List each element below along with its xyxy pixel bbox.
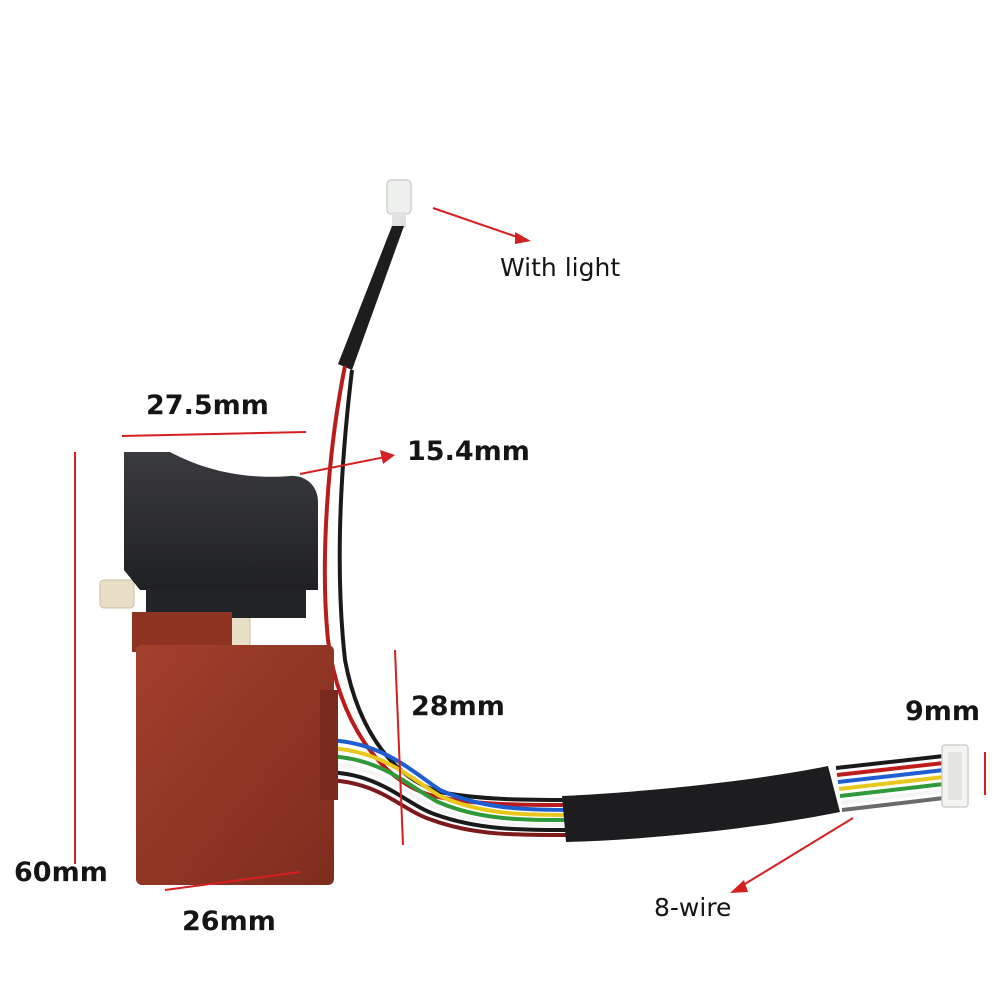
- wire-count-label: 8-wire: [654, 893, 732, 922]
- with-light-label: With light: [500, 253, 621, 282]
- connector: [941, 744, 969, 808]
- heatshrink-sleeve: [562, 766, 840, 842]
- total-height-label: 60mm: [14, 857, 108, 888]
- connector-width-label: 9mm: [905, 696, 981, 727]
- left-plunger: [99, 579, 135, 609]
- body-depth-label: 28mm: [411, 691, 505, 722]
- led-heatshrink: [338, 226, 404, 370]
- wire-bundle: [321, 738, 571, 838]
- trigger-width-label: 27.5mm: [146, 390, 269, 421]
- annotation-lines: [74, 207, 986, 891]
- body-width-label: 26mm: [182, 906, 276, 937]
- annotation-arrowheads: [380, 232, 748, 893]
- connector-wires: [835, 754, 945, 812]
- red-led-wire: [322, 365, 571, 807]
- black-led-wire: [337, 369, 571, 802]
- trigger: [124, 452, 318, 590]
- trigger-height-label: 15.4mm: [407, 436, 530, 467]
- switch-body: [132, 612, 338, 885]
- led-light: [386, 179, 412, 228]
